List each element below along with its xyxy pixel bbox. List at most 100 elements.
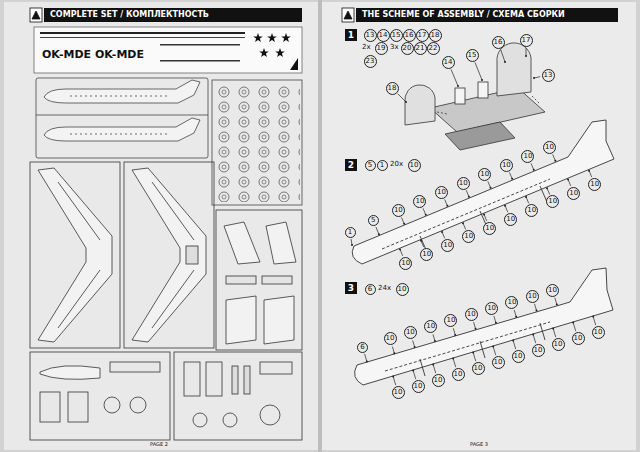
leader-line bbox=[573, 323, 576, 332]
callout-number: 15 bbox=[466, 49, 479, 62]
leader-dot bbox=[504, 61, 506, 63]
leader-dot bbox=[556, 303, 558, 305]
tail-parts-sprue bbox=[216, 210, 302, 350]
node-text: 16 bbox=[494, 39, 503, 46]
leader-line bbox=[568, 179, 571, 185]
leader-line bbox=[453, 328, 455, 335]
fuselage-half bbox=[355, 268, 613, 385]
callout-number: 10 bbox=[546, 195, 559, 208]
callout-number: 10 bbox=[432, 374, 445, 387]
callout-number: 10 bbox=[472, 362, 485, 375]
bottom-sprues bbox=[206, 362, 222, 396]
leader-dot bbox=[536, 310, 538, 312]
leader-line bbox=[535, 304, 537, 311]
node-text: 23 bbox=[366, 58, 375, 65]
node-text: 10 bbox=[414, 383, 423, 390]
cockpit-assembly bbox=[405, 43, 545, 150]
callout-number: 10 bbox=[457, 177, 470, 190]
cockpit-assembly bbox=[478, 82, 488, 98]
tail-parts-sprue bbox=[264, 296, 294, 344]
node-text: 10 bbox=[548, 198, 557, 205]
node-text: 1 bbox=[348, 31, 354, 40]
bottom-sprues bbox=[232, 366, 238, 394]
section-header: THE SCHEME OF ASSEMBLY / СХЕМА СБОРКИ bbox=[356, 8, 618, 22]
leader-dot bbox=[525, 196, 527, 198]
cockpit-assembly bbox=[532, 96, 540, 104]
node-text: 6 bbox=[368, 286, 372, 293]
leader-dot bbox=[490, 187, 492, 189]
callout-number: 10 bbox=[392, 204, 405, 217]
callout-number: 23 bbox=[364, 55, 377, 68]
node-text: 10 bbox=[394, 389, 403, 396]
leader-dot bbox=[392, 376, 394, 378]
brand-logo bbox=[30, 8, 42, 22]
bottom-sprues bbox=[68, 392, 88, 422]
decal-sheet bbox=[40, 32, 245, 34]
leader-line bbox=[365, 354, 367, 362]
leader-dot bbox=[405, 101, 407, 103]
leader-dot bbox=[432, 364, 434, 366]
node-text: 10 bbox=[554, 341, 563, 348]
leader-line bbox=[392, 347, 394, 354]
bottom-sprues bbox=[260, 405, 280, 425]
bottom-sprues bbox=[223, 413, 237, 427]
node-text: 10 bbox=[401, 260, 410, 267]
quantity-mark: 20x bbox=[390, 161, 403, 168]
leader-line bbox=[553, 329, 556, 338]
callout-number: 13 bbox=[364, 29, 377, 42]
decal-sheet bbox=[253, 33, 263, 42]
node-text: 10 bbox=[574, 335, 583, 342]
tail-parts-sprue bbox=[262, 276, 292, 284]
tail-parts-sprue bbox=[216, 210, 302, 350]
node-text: 10 bbox=[406, 329, 415, 336]
node-text: 10 bbox=[437, 189, 446, 196]
leader-dot bbox=[462, 222, 464, 224]
quantity-mark: 3x bbox=[390, 44, 399, 51]
step-number: 1 bbox=[345, 29, 357, 41]
fuselage-half bbox=[420, 359, 425, 376]
leader-line bbox=[351, 239, 353, 245]
node-text: 22 bbox=[429, 45, 438, 52]
leader-dot bbox=[504, 205, 506, 207]
callout-number: 14 bbox=[377, 29, 390, 42]
leader-dot bbox=[399, 248, 401, 250]
leader-line bbox=[423, 208, 426, 214]
wing-sprue bbox=[58, 182, 100, 240]
node-text: 5 bbox=[371, 217, 375, 224]
leader-dot bbox=[475, 328, 477, 330]
callout-number: 10 bbox=[521, 150, 534, 163]
fuselage-sprue bbox=[44, 118, 200, 141]
node-text: 20 bbox=[403, 45, 412, 52]
leader-dot bbox=[457, 85, 459, 87]
quantity-mark: 2x bbox=[362, 44, 371, 51]
callout-number: 10 bbox=[478, 168, 491, 181]
node-text: 10 bbox=[534, 347, 543, 354]
leader-line bbox=[473, 353, 476, 362]
leader-dot bbox=[515, 316, 517, 318]
bottom-sprues bbox=[30, 352, 170, 440]
node-text: 10 bbox=[494, 359, 503, 366]
tail-parts-sprue bbox=[224, 222, 260, 264]
leader-line bbox=[421, 241, 424, 247]
leader-dot bbox=[454, 334, 456, 336]
callout-number: 10 bbox=[412, 380, 425, 393]
callout-number: 10 bbox=[526, 290, 539, 303]
node-text: 10 bbox=[422, 251, 431, 258]
callout-number: 10 bbox=[420, 248, 433, 261]
decal-sheet bbox=[40, 37, 245, 38]
leader-line bbox=[474, 322, 476, 329]
callout-number: 10 bbox=[444, 314, 457, 327]
node-text: 10 bbox=[524, 153, 533, 160]
leader-dot bbox=[378, 233, 380, 235]
cockpit-assembly bbox=[405, 85, 435, 125]
callout-number: 20 bbox=[401, 42, 414, 55]
callout-number: 16 bbox=[492, 36, 505, 49]
callout-number: 5 bbox=[368, 215, 379, 226]
callout-number: 10 bbox=[384, 332, 397, 345]
node-text: 10 bbox=[514, 353, 523, 360]
node-text: 10 bbox=[464, 233, 473, 240]
page-ground bbox=[4, 0, 636, 452]
node-text: 10 bbox=[394, 207, 403, 214]
